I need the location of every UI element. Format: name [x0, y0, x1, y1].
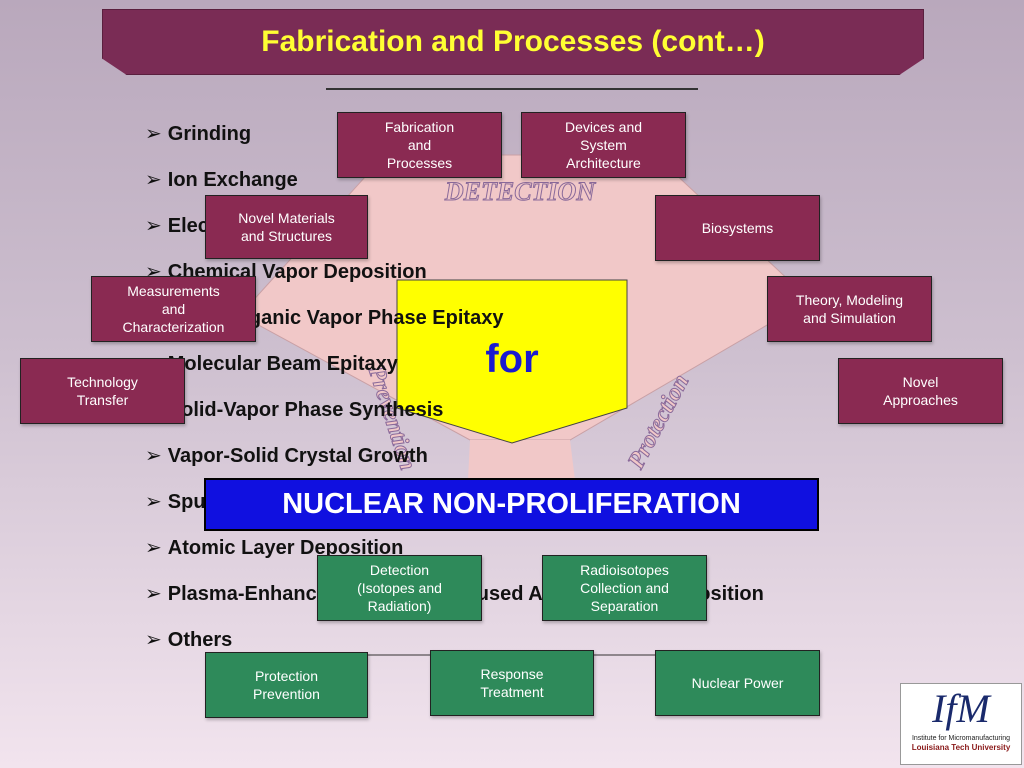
arrow-bullet-icon: ➢	[145, 445, 162, 467]
detection-box: Detection (Isotopes and Radiation)	[317, 555, 482, 621]
logo-mark: IfM	[932, 686, 990, 731]
nuclear-non-proliferation-banner: NUCLEAR NON-PROLIFERATION	[204, 478, 819, 531]
ifm-logo: IfM Institute for Micromanufacturing Lou…	[900, 683, 1022, 765]
arrow-bullet-icon: ➢	[145, 169, 162, 191]
arrow-bullet-icon: ➢	[145, 583, 162, 605]
list-item: ➢Grinding	[145, 123, 252, 145]
novel-approaches-box: Novel Approaches	[838, 358, 1003, 424]
arrow-bullet-icon: ➢	[145, 215, 162, 237]
arrow-bullet-icon: ➢	[145, 123, 162, 145]
novel-materials-box: Novel Materials and Structures	[205, 195, 368, 259]
list-item: ➢Atomic Layer Deposition	[145, 537, 404, 559]
for-pentagon	[396, 279, 628, 444]
list-item: ➢Solid-Vapor Phase Synthesis	[145, 396, 764, 442]
devices-box: Devices and System Architecture	[521, 112, 686, 178]
list-item: ➢Others	[145, 629, 233, 651]
technology-transfer-box: Technology Transfer	[20, 358, 185, 424]
fabrication-box: Fabrication and Processes	[337, 112, 502, 178]
for-label: for	[485, 337, 538, 381]
list-item: ➢Vapor-Solid Crystal Growth	[145, 445, 428, 467]
title-banner: Fabrication and Processes (cont…)	[102, 9, 924, 75]
title-underline	[326, 88, 698, 90]
response-box: Response Treatment	[430, 650, 594, 716]
list-item: ➢Molecular Beam Epitaxy	[145, 350, 764, 396]
protection-box: Protection Prevention	[205, 652, 368, 718]
arrow-bullet-icon: ➢	[145, 491, 162, 513]
logo-line2: Louisiana Tech University	[911, 743, 1011, 752]
detection-watermark: DETECTION	[444, 177, 596, 206]
list-item: ➢Ion Exchange	[145, 169, 298, 191]
triangle-stem	[468, 440, 575, 480]
nuclear-power-box: Nuclear Power	[655, 650, 820, 716]
logo-line1: Institute for Micromanufacturing	[911, 735, 1011, 742]
measurements-box: Measurements and Characterization	[91, 276, 256, 342]
arrow-bullet-icon: ➢	[145, 537, 162, 559]
theory-box: Theory, Modeling and Simulation	[767, 276, 932, 342]
radioisotopes-box: Radioisotopes Collection and Separation	[542, 555, 707, 621]
arrow-bullet-icon: ➢	[145, 629, 162, 651]
page-title: Fabrication and Processes (cont…)	[261, 25, 765, 58]
biosystems-box: Biosystems	[655, 195, 820, 261]
